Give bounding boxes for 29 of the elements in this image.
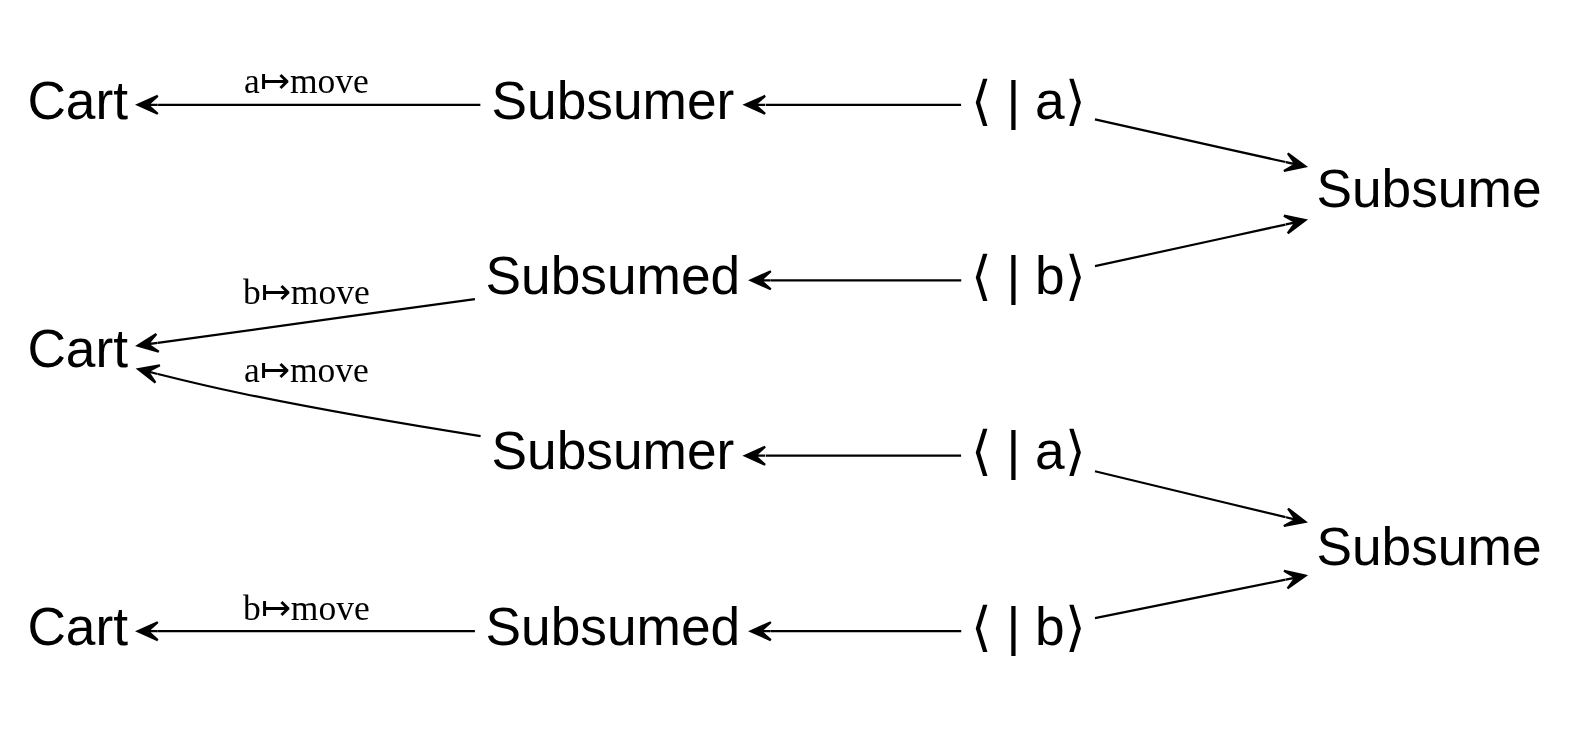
arrow bbox=[749, 269, 962, 290]
arrow bbox=[1094, 469, 1307, 527]
node-text: ⟨ | b⟩ bbox=[970, 596, 1086, 656]
node-text: Cart bbox=[27, 318, 129, 378]
edge-label: a↦move bbox=[244, 60, 369, 101]
edge-label: a↦move bbox=[244, 349, 369, 390]
node-text: Cart bbox=[27, 596, 129, 656]
node-text: ⟨ | a⟩ bbox=[970, 420, 1086, 480]
node-text: Subsumed bbox=[485, 245, 741, 305]
edge-label: b↦move bbox=[243, 587, 370, 628]
edge-label: b↦move bbox=[243, 271, 370, 312]
node-text: Subsumer bbox=[491, 70, 735, 130]
node-text: Subsumer bbox=[491, 420, 735, 480]
arrow bbox=[1094, 214, 1307, 267]
node-text: Subsume bbox=[1316, 516, 1542, 576]
node-text: Subsumed bbox=[485, 596, 741, 656]
arrow bbox=[136, 94, 481, 115]
arrow bbox=[749, 620, 962, 641]
node-text: ⟨ | b⟩ bbox=[970, 245, 1086, 305]
arrow bbox=[1094, 117, 1307, 172]
node-text: ⟨ | a⟩ bbox=[970, 70, 1086, 130]
node-text: Cart bbox=[27, 70, 129, 130]
arrow bbox=[136, 297, 476, 353]
arrow bbox=[744, 445, 962, 466]
arrow bbox=[1094, 569, 1307, 619]
arrow bbox=[136, 620, 475, 641]
node-text: Subsume bbox=[1316, 158, 1542, 218]
arrow bbox=[137, 363, 481, 437]
arrow bbox=[744, 94, 962, 115]
